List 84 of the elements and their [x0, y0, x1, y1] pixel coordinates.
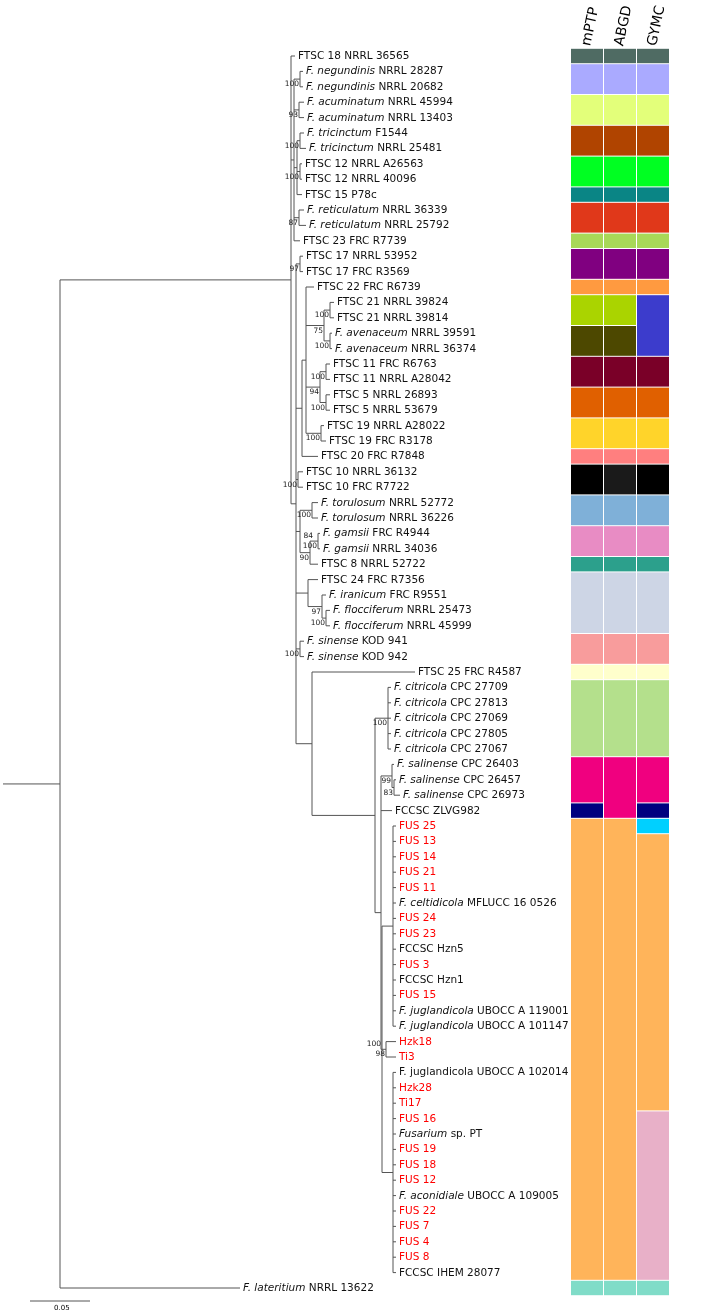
taxon-label: FUS 8: [399, 1250, 430, 1264]
taxon-label: FUS 18: [399, 1157, 437, 1171]
taxon-label: F. aconidiale UBOCC A 109005: [399, 1188, 559, 1202]
taxon-label: F. citricola CPC 27709: [394, 680, 509, 694]
taxon-label: F. sinense KOD 941: [307, 634, 408, 648]
taxon-label: FUS 21: [399, 865, 437, 879]
taxon-label: FUS 24: [399, 911, 437, 925]
taxon-label: FTSC 10 NRRL 36132: [306, 464, 418, 478]
taxon-label: FUS 3: [399, 957, 430, 971]
column-header: GYMC: [643, 4, 668, 47]
taxon-label: F. reticulatum NRRL 36339: [307, 203, 448, 216]
taxon-label: F. tricinctum NRRL 25481: [309, 141, 443, 155]
taxon-label: F. citricola CPC 27813: [394, 695, 509, 709]
taxon-label: F. iranicum FRC R9551: [329, 588, 448, 601]
taxon-label: FCCSC IHEM 28077: [399, 1265, 501, 1279]
taxon-label: FUS 13: [399, 834, 437, 848]
column-header: ABGD: [610, 4, 635, 47]
taxon-label: FTSC 25 FRC R4587: [418, 665, 522, 678]
taxon-label: FTSC 19 FRC R3178: [329, 434, 433, 447]
taxon-label: FTSC 21 NRRL 39814: [337, 310, 449, 324]
taxon-label: F. lateritium NRRL 13622: [243, 1281, 374, 1294]
taxon-label: F. acuminatum NRRL 45994: [307, 95, 453, 109]
taxon-label: FTSC 11 FRC R6763: [333, 357, 437, 370]
taxon-label: FUS 23: [399, 926, 437, 940]
taxon-label: F. negundinis NRRL 20682: [306, 79, 444, 93]
taxon-label: Hzk28: [399, 1080, 432, 1094]
taxon-label: FTSC 19 NRRL A28022: [327, 418, 446, 432]
taxon-label: F. juglandicola UBOCC A 119001: [399, 1003, 569, 1017]
taxon-label: FCCSC Hzn5: [399, 942, 464, 956]
taxon-label: F. torulosum NRRL 36226: [321, 511, 454, 524]
taxon-label: F. avenaceum NRRL 39591: [335, 326, 477, 340]
taxon-label: F. juglandicola UBOCC A 101147: [399, 1019, 569, 1033]
taxon-label: Fusarium sp. PT: [399, 1127, 483, 1140]
taxon-label: FTSC 5 NRRL 53679: [333, 403, 438, 417]
taxon-label: F. acuminatum NRRL 13403: [307, 110, 453, 124]
taxon-label: FTSC 20 FRC R7848: [321, 449, 425, 463]
taxon-label: FCCSC ZLVG982: [395, 803, 481, 817]
taxon-label: FUS 15: [399, 988, 437, 1002]
taxon-label: FTSC 12 NRRL A26563: [305, 156, 424, 170]
taxon-label: FTSC 24 FRC R7356: [321, 572, 425, 586]
taxon-label: FUS 12: [399, 1173, 437, 1187]
taxon-label: FUS 4: [399, 1234, 430, 1248]
taxon-label: FTSC 8 NRRL 52722: [321, 557, 426, 571]
taxon-label: FUS 11: [399, 880, 437, 894]
taxon-label: F. gamsii NRRL 34036: [323, 541, 438, 555]
taxon-label: F. citricola CPC 27067: [394, 742, 509, 755]
taxon-label: F. tricinctum F1544: [307, 126, 408, 139]
column-header: mPTP: [577, 5, 602, 47]
taxon-label: F. juglandicola UBOCC A 102014: [399, 1065, 569, 1079]
taxon-label: FTSC 17 FRC R3569: [306, 264, 410, 278]
taxon-label: F. salinense CPC 26457: [399, 772, 521, 786]
taxon-label: FCCSC Hzn1: [399, 973, 464, 986]
taxon-label: F. celtidicola MFLUCC 16 0526: [399, 896, 557, 909]
taxon-label: FTSC 17 NRRL 53952: [306, 249, 418, 263]
taxon-label: FUS 16: [399, 1111, 437, 1125]
taxon-label: FTSC 18 NRRL 36565: [298, 49, 410, 62]
taxon-label: FTSC 15 P78c: [305, 187, 377, 201]
taxon-label: F. flocciferum NRRL 45999: [333, 618, 472, 632]
taxon-label: F. salinense CPC 26403: [397, 757, 519, 771]
taxon-label: Hzk18: [399, 1034, 432, 1048]
taxon-label: FTSC 11 NRRL A28042: [333, 372, 452, 386]
taxon-label: F. flocciferum NRRL 25473: [333, 603, 472, 617]
taxon-label: FTSC 21 NRRL 39824: [337, 295, 449, 309]
taxon-label: FTSC 10 FRC R7722: [306, 480, 410, 494]
taxon-label: F. reticulatum NRRL 25792: [309, 218, 450, 232]
taxon-label: FTSC 23 FRC R7739: [303, 233, 407, 247]
taxon-label: F. avenaceum NRRL 36374: [335, 341, 477, 355]
taxon-label: FTSC 22 FRC R6739: [317, 280, 421, 293]
taxon-label: FUS 14: [399, 849, 437, 863]
taxon-label: F. sinense KOD 942: [307, 649, 408, 663]
taxon-label: F. torulosum NRRL 52772: [321, 495, 454, 509]
taxon-label: FUS 7: [399, 1219, 430, 1233]
taxon-label: FUS 22: [399, 1204, 437, 1217]
taxon-label: F. negundinis NRRL 28287: [306, 64, 444, 78]
taxon-label: F. gamsii FRC R4944: [323, 526, 430, 540]
taxon-label: FTSC 5 NRRL 26893: [333, 387, 438, 401]
taxon-label: F. salinense CPC 26973: [403, 788, 525, 802]
taxon-label: F. citricola CPC 27069: [394, 711, 509, 725]
taxon-label: Ti17: [399, 1096, 422, 1110]
taxon-label: FUS 25: [399, 819, 437, 832]
taxon-label: F. citricola CPC 27805: [394, 726, 509, 740]
taxon-label: FUS 19: [399, 1142, 437, 1156]
taxon-label: Ti3: [399, 1050, 415, 1063]
taxon-label: FTSC 12 NRRL 40096: [305, 172, 417, 186]
